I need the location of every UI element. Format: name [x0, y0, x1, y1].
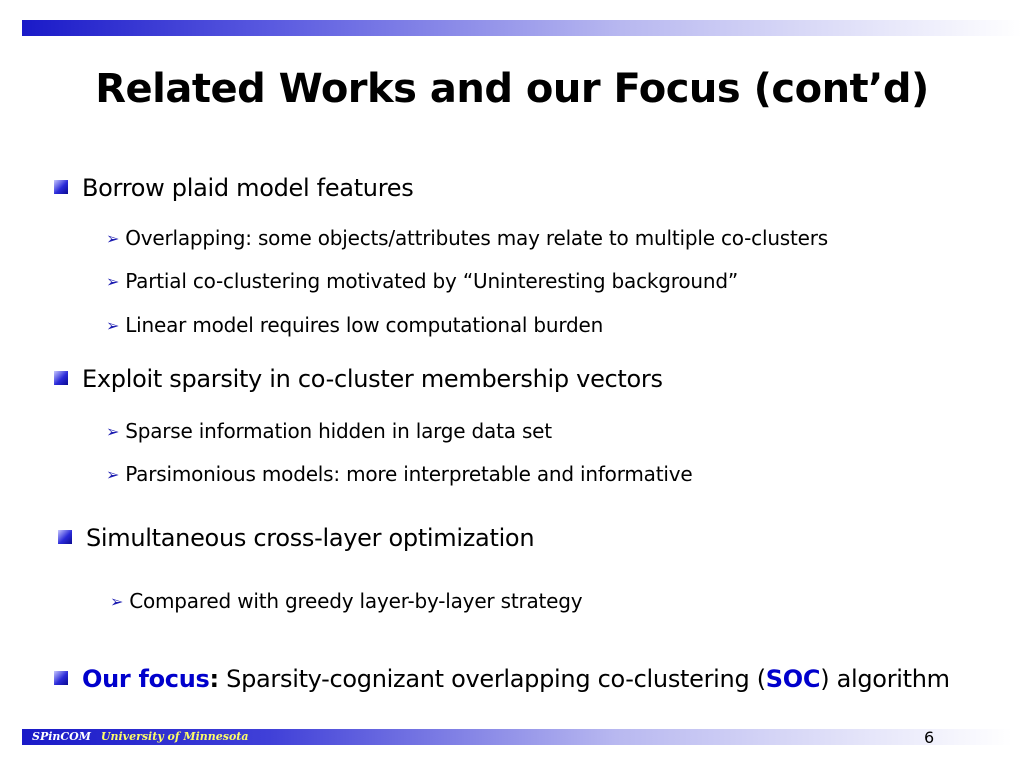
sub-item-text: Overlapping: some objects/attributes may… [125, 226, 829, 250]
slide-title: Related Works and our Focus (cont’d) [95, 66, 929, 112]
page-number: 6 [924, 728, 935, 747]
sub-item-linear: ➢ Linear model requires low computational… [106, 312, 603, 339]
footer-group: SPinCOM [32, 730, 91, 743]
arrow-bullet-icon: ➢ [106, 272, 120, 291]
arrow-bullet-icon: ➢ [106, 422, 120, 441]
focus-text-after: ) algorithm [820, 665, 950, 693]
bullet-text: Simultaneous cross-layer optimization [86, 524, 535, 552]
sub-item-text: Partial co-clustering motivated by “Unin… [125, 269, 738, 293]
focus-colon: : [209, 665, 220, 693]
bottom-gradient-bar [22, 729, 1012, 745]
square-bullet-icon [54, 671, 68, 685]
sub-item-overlapping: ➢ Overlapping: some objects/attributes ma… [106, 225, 828, 252]
sub-item-text: Compared with greedy layer-by-layer stra… [129, 589, 583, 613]
sub-item-parsimonious: ➢ Parsimonious models: more interpretable… [106, 461, 693, 488]
arrow-bullet-icon: ➢ [110, 592, 124, 611]
footer-university: University of Minnesota [100, 730, 249, 743]
sub-item-partial: ➢ Partial co-clustering motivated by “Uni… [106, 268, 738, 295]
bullet-our-focus: Our focus: Sparsity-cognizant overlappin… [54, 664, 950, 694]
focus-label: Our focus [82, 665, 210, 693]
arrow-bullet-icon: ➢ [106, 229, 120, 248]
sub-item-text: Linear model requires low computational … [125, 313, 604, 337]
sub-item-greedy: ➢ Compared with greedy layer-by-layer str… [110, 588, 583, 615]
footer-label: SPinCOM University of Minnesota [32, 729, 249, 745]
bullet-exploit-sparsity: Exploit sparsity in co-cluster membershi… [54, 364, 663, 394]
sub-item-sparse-info: ➢ Sparse information hidden in large data… [106, 418, 552, 445]
sub-item-text: Sparse information hidden in large data … [125, 419, 552, 443]
bullet-text: Exploit sparsity in co-cluster membershi… [82, 365, 663, 393]
top-gradient-bar [22, 20, 1022, 36]
square-bullet-icon [58, 530, 72, 544]
arrow-bullet-icon: ➢ [106, 316, 120, 335]
bullet-text: Borrow plaid model features [82, 174, 414, 202]
arrow-bullet-icon: ➢ [106, 465, 120, 484]
bullet-cross-layer: Simultaneous cross-layer optimization [58, 523, 535, 553]
bullet-borrow-plaid: Borrow plaid model features [54, 173, 414, 203]
square-bullet-icon [54, 371, 68, 385]
sub-item-text: Parsimonious models: more interpretable … [125, 462, 693, 486]
focus-text-before: Sparsity-cognizant overlapping co-cluste… [218, 665, 766, 693]
soc-highlight: SOC [765, 665, 821, 693]
square-bullet-icon [54, 180, 68, 194]
